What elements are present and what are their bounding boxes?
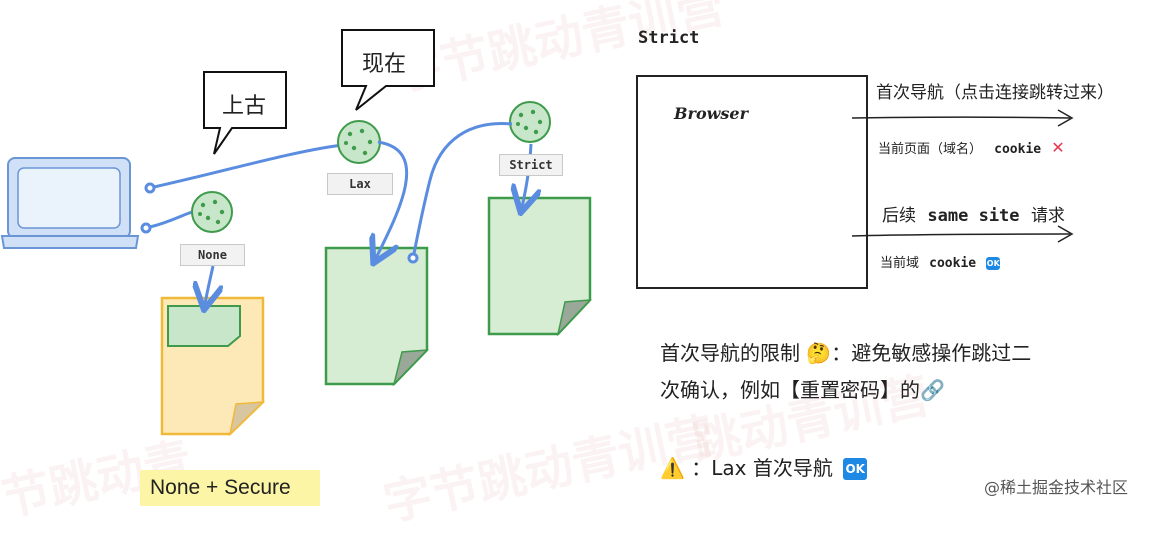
bubble-past-label: 上古 bbox=[222, 94, 267, 119]
first-nav-label: 首次导航（点击连接跳转过来） bbox=[876, 83, 1114, 103]
bubble-now-label: 现在 bbox=[362, 52, 407, 77]
cross-icon: ✕ bbox=[1051, 138, 1065, 157]
ok-badge: OK bbox=[843, 458, 868, 480]
cookie-icon bbox=[337, 120, 381, 164]
samesite-tag-none: None bbox=[180, 244, 245, 266]
cookie-diagram bbox=[0, 29, 592, 437]
browser-frame bbox=[636, 75, 868, 289]
request-arrows bbox=[205, 122, 531, 304]
lax-line: ⚠️ ：Lax 首次导航 OK bbox=[660, 452, 868, 481]
speech-bubble-now bbox=[341, 29, 435, 111]
browser-label: Browser bbox=[674, 104, 749, 123]
follow-nav-sub: 当前域 cookie OK bbox=[880, 252, 1001, 271]
speech-bubble-past bbox=[203, 71, 287, 155]
follow-suffix: 请求 bbox=[1030, 206, 1065, 226]
follow-code: same site bbox=[927, 206, 1020, 226]
laptop-icon bbox=[0, 157, 140, 249]
document-page-strict bbox=[487, 196, 592, 337]
cookie-icon bbox=[191, 191, 233, 233]
follow-sub-code: cookie bbox=[929, 256, 977, 271]
site-watermark: @稀土掘金技术社区 bbox=[984, 478, 1129, 497]
laptop-connectors bbox=[140, 143, 343, 234]
document-page-none bbox=[160, 296, 266, 437]
none-secure-label: None + Secure bbox=[140, 470, 320, 506]
first-nav-sub-prefix: 当前页面（域名） bbox=[878, 142, 983, 157]
section-title: Strict bbox=[638, 28, 700, 48]
ok-badge: OK bbox=[986, 257, 1001, 270]
cookie-icon bbox=[509, 101, 551, 143]
follow-prefix: 后续 bbox=[882, 206, 916, 226]
follow-sub-prefix: 当前域 bbox=[880, 256, 920, 271]
flow-arrows bbox=[851, 109, 1074, 243]
follow-nav-label: 后续 same site 请求 bbox=[882, 201, 1065, 226]
first-nav-sub-code: cookie bbox=[994, 142, 1042, 157]
warning-icon: ⚠️ bbox=[660, 456, 685, 480]
note-line-2: 次确认，例如【重置密码】的🔗 bbox=[660, 378, 945, 402]
first-nav-sub: 当前页面（域名） cookie ✕ bbox=[878, 138, 1065, 157]
note-line-1: 首次导航的限制 🤔：避免敏感操作跳过二 bbox=[660, 341, 1032, 365]
lax-text: ：Lax 首次导航 bbox=[691, 456, 833, 480]
document-page-lax bbox=[324, 246, 429, 387]
samesite-tag-strict: Strict bbox=[499, 154, 563, 176]
samesite-tag-lax: Lax bbox=[327, 173, 393, 195]
